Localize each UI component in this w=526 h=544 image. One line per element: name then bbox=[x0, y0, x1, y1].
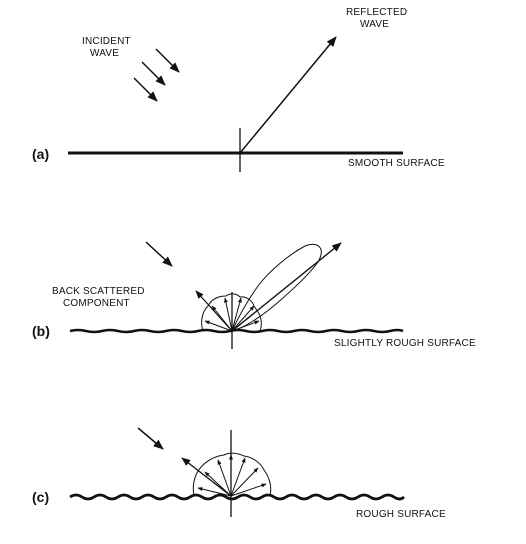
incident-wave-label-line1: INCIDENT bbox=[82, 36, 131, 47]
panel-a-label: (a) bbox=[32, 146, 49, 162]
scatter-arrow-b1 bbox=[204, 320, 233, 332]
diffuse-scatter-lobe-b bbox=[201, 293, 262, 332]
slightly-rough-surface-line bbox=[69, 328, 404, 334]
scatter-arrow-c2 bbox=[204, 471, 232, 497]
scatter-arrow-c1 bbox=[197, 487, 232, 497]
incident-arrow-3 bbox=[133, 77, 158, 102]
reflected-wave-label-line1: REFLECTED bbox=[346, 7, 407, 18]
scatter-arrow-c6 bbox=[230, 467, 259, 497]
rough-surface-line bbox=[69, 493, 405, 501]
scatter-arrow-b2 bbox=[211, 305, 233, 332]
backscatter-label-line1: BACK SCATTERED bbox=[52, 286, 145, 297]
diffuse-scatter-lobe-c bbox=[192, 452, 272, 497]
incident-arrow-b bbox=[145, 241, 173, 267]
panel-c: (c) ROUGH SURFACE bbox=[32, 427, 446, 520]
panel-b-label: (b) bbox=[32, 323, 50, 339]
panel-b: (b) BACK SCATTERED COMPONENT SLIGHTLY RO… bbox=[32, 241, 476, 349]
scatter-arrow-c7 bbox=[230, 483, 267, 497]
backscatter-arrow-c bbox=[181, 457, 232, 497]
incident-arrow-1 bbox=[155, 48, 180, 73]
scatter-arrow-b3 bbox=[223, 297, 233, 332]
smooth-surface-label: SMOOTH SURFACE bbox=[348, 158, 445, 169]
reflected-wave-label-line2: WAVE bbox=[360, 19, 389, 30]
incident-arrow-2 bbox=[141, 61, 166, 86]
panel-c-label: (c) bbox=[32, 489, 49, 505]
scatter-arrow-b6 bbox=[231, 320, 260, 332]
backscatter-arrow-b bbox=[195, 290, 233, 332]
slightly-rough-surface-label: SLIGHTLY ROUGH SURFACE bbox=[334, 338, 476, 349]
scatter-arrow-b4 bbox=[231, 297, 242, 332]
panel-a: (a) INCIDENT WAVE REFLECTED WAVE SMOOTH … bbox=[32, 7, 445, 172]
specular-lobe-b bbox=[231, 243, 322, 332]
specular-arrow-b bbox=[231, 242, 342, 332]
scatter-arrow-c5 bbox=[230, 457, 246, 497]
rough-surface-label: ROUGH SURFACE bbox=[356, 509, 446, 520]
reflected-wave-arrow bbox=[239, 36, 337, 154]
incident-wave-label-line2: WAVE bbox=[90, 48, 119, 59]
incident-arrow-c bbox=[137, 427, 164, 450]
scatter-arrow-b5 bbox=[231, 305, 255, 332]
scatter-arrow-c3 bbox=[217, 459, 232, 497]
backscatter-label-line2: COMPONENT bbox=[63, 298, 130, 309]
